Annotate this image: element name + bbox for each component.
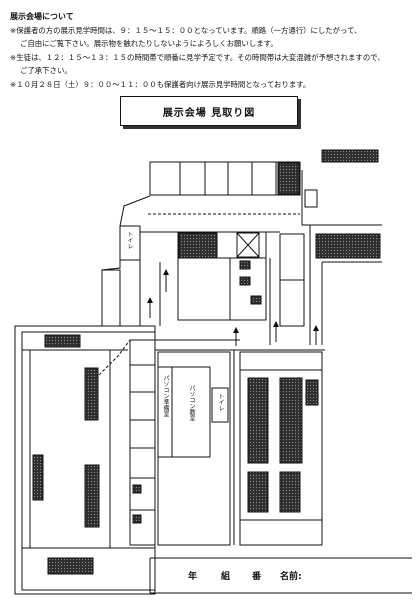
exhibit-panel xyxy=(84,464,100,528)
exhibit-stand xyxy=(239,260,251,270)
toilet-room xyxy=(211,387,229,423)
stairs xyxy=(236,232,260,258)
notice-line: ※生徒は、１２：１５〜１３：１５の時間帯で順番に見学予定です。その時間帯は大変混… xyxy=(10,53,385,62)
pc-prep-room-label: パソコン準備室 xyxy=(162,375,169,417)
exhibition-notice: 展示会場について ※保護者の方の展示見学時間は、９：１５〜１５：００となっていま… xyxy=(0,0,412,95)
exhibit-room xyxy=(277,162,300,195)
exhibit-panel xyxy=(84,367,99,421)
map-title-box: 展示会場 見取り図 xyxy=(120,96,298,126)
exhibit-room xyxy=(247,471,269,513)
exhibit-room xyxy=(47,557,94,575)
stairs-cross xyxy=(236,232,260,258)
toilet-label: トイレ xyxy=(217,393,224,411)
exhibit-stand xyxy=(239,276,251,286)
form-name-label: 名前: xyxy=(280,572,302,582)
side-rooms xyxy=(129,339,156,546)
notice-line: ご了承下さい。 xyxy=(20,66,72,75)
entrance xyxy=(304,189,318,208)
exhibit-room xyxy=(44,334,81,348)
central-building xyxy=(177,231,267,321)
room xyxy=(101,269,121,327)
exhibit-room xyxy=(315,233,381,259)
toilet-label: トイレ xyxy=(126,231,133,249)
east-south-building xyxy=(239,351,323,546)
corridor-wall xyxy=(301,170,382,226)
notice-heading: 展示会場について xyxy=(10,12,74,21)
toilet-room xyxy=(119,225,141,261)
corridor-wall xyxy=(119,195,151,227)
exhibit-room xyxy=(178,232,218,259)
notice-line: ご自由にご覧下さい。展示物を触れたりしないようによろしくお願いします。 xyxy=(20,39,278,48)
form-class-label: 組 xyxy=(221,572,231,582)
route-line xyxy=(91,339,131,383)
exhibit-room xyxy=(279,471,301,513)
notice-line: ※１０月２８日（土）９：００〜１１：００も保護者向け展示見学時間となっております… xyxy=(10,80,311,89)
map-title: 展示会場 見取り図 xyxy=(162,107,256,119)
exhibit-stand xyxy=(305,379,319,406)
pc-room xyxy=(171,366,211,458)
exhibit-stand xyxy=(250,295,262,305)
exhibit-room xyxy=(321,149,379,163)
exhibit-panel xyxy=(32,454,44,501)
exhibit-room xyxy=(247,377,269,464)
exhibit-stand xyxy=(132,514,142,524)
form-year-label: 年 xyxy=(188,572,198,582)
notice-line: ※保護者の方の展示見学時間は、９：１５〜１５：００となっています。順路（一方通行… xyxy=(10,26,362,35)
form-number-label: 番 xyxy=(252,572,262,582)
pc-room-label: パソコン教室 xyxy=(188,385,195,421)
exhibit-room xyxy=(279,377,303,464)
exhibit-stand xyxy=(132,484,142,494)
north-building xyxy=(149,161,301,196)
